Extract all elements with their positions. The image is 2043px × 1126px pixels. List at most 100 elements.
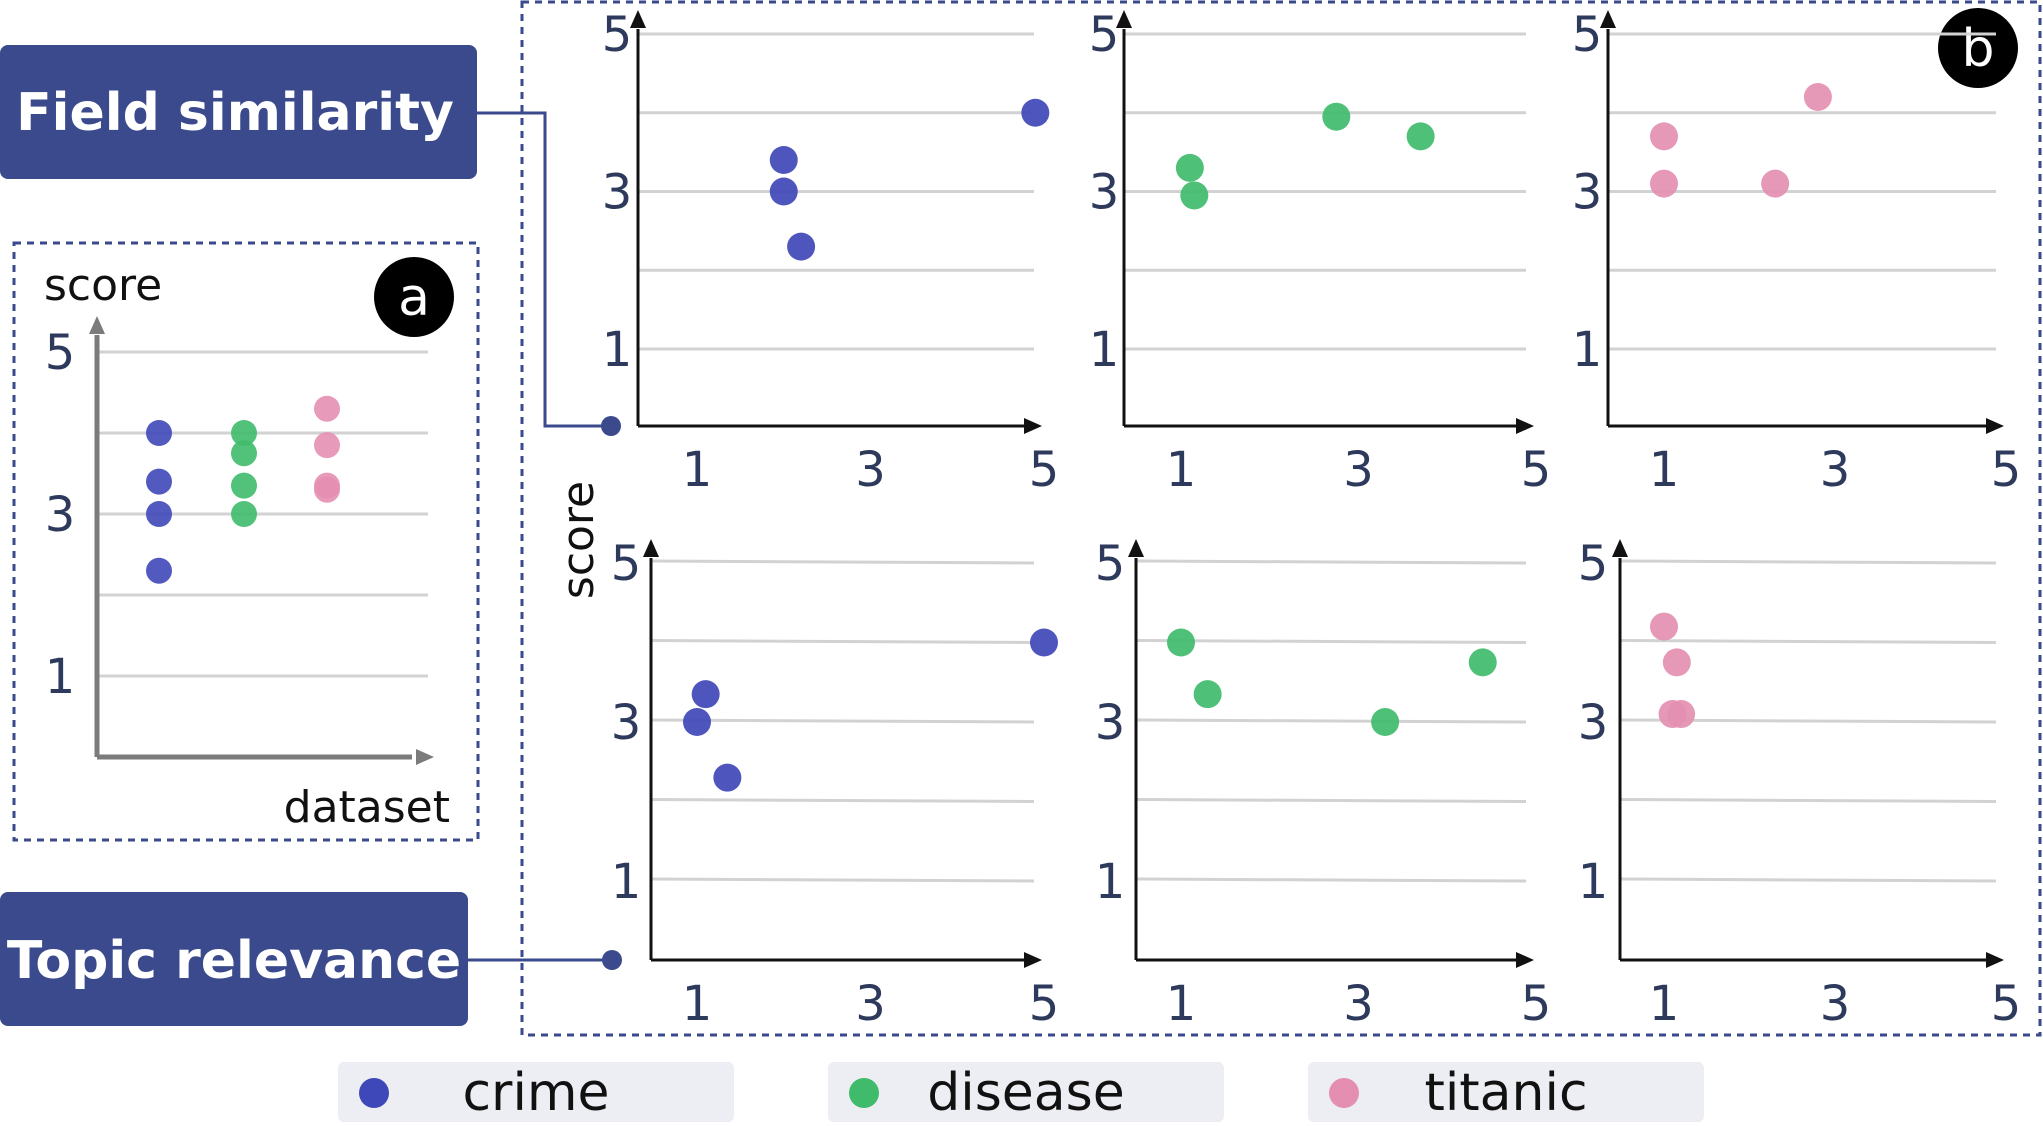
gridline [1135,639,1527,644]
panel-a-y-axis-label: score [44,260,162,311]
x-tick-label: 5 [1521,976,1552,1032]
legend-marker-titanic [1329,1078,1359,1108]
y-tick-label: 1 [1095,854,1126,910]
x-tick-label: 3 [1343,442,1374,498]
panel-a-y-arrow [89,316,105,334]
y-axis-arrow [643,539,659,557]
point-crime [769,146,798,174]
x-axis-arrow [1986,952,2004,968]
x-axis-arrow [1516,952,1534,968]
x-tick-label: 1 [682,442,713,498]
panel-a-point-titanic [314,395,340,422]
gridline [1135,877,1527,883]
gridline [650,718,1035,724]
panel-b-y-axis-label: score [553,481,604,599]
x-axis-arrow [1024,952,1042,968]
field-similarity-box [0,45,477,179]
field-similarity-connector-dot [601,416,621,436]
topic-relevance-box [0,892,468,1026]
panel-a-y-tick-label: 3 [45,487,76,543]
point-titanic [1803,83,1832,111]
x-tick-label: 3 [1343,976,1374,1032]
panel-a-point-disease [231,420,257,446]
y-tick-label: 3 [602,165,633,221]
point-titanic [1662,648,1691,677]
x-axis-arrow [1516,418,1534,434]
panel-a-point-crime [146,468,172,495]
panel-b-badge-letter: b [1961,19,1994,79]
y-tick-label: 1 [611,854,642,910]
y-tick-label: 5 [1095,536,1126,592]
field-similarity-label: Field similarity [16,83,454,143]
gridline [1135,798,1527,803]
gridline [1619,798,1997,803]
y-tick-label: 3 [1089,165,1120,221]
y-axis-arrow [630,10,646,28]
y-axis-arrow [1612,539,1628,557]
point-disease [1180,181,1209,210]
y-tick-label: 1 [602,322,633,378]
point-crime [1021,98,1050,127]
panel-a-y-tick-label: 1 [45,649,76,705]
point-titanic [1650,122,1678,151]
point-crime [713,763,742,792]
panel-a-point-disease [231,440,257,467]
topic-relevance-connector-dot [602,950,622,970]
point-crime [787,232,816,261]
panel-a-y-tick-label: 5 [45,325,76,381]
field-similarity-connector [477,111,608,428]
point-crime [683,708,711,736]
x-tick-label: 5 [1521,442,1552,498]
y-tick-label: 3 [611,695,642,751]
point-titanic [1650,169,1678,198]
x-tick-label: 1 [1649,976,1680,1032]
point-disease [1167,628,1195,657]
x-tick-label: 3 [855,976,886,1032]
x-tick-label: 3 [855,442,886,498]
y-axis-arrow [1128,539,1144,557]
y-tick-label: 5 [1578,536,1609,592]
panel-a-x-axis-label: dataset [284,782,450,833]
gridline [1135,718,1527,724]
gridline [1135,559,1527,565]
point-disease [1175,153,1204,182]
point-disease [1322,102,1351,131]
panel-a-point-titanic [314,432,340,459]
panel-b-badge [1938,8,2018,88]
panel-a-point-disease [231,472,257,499]
gridline [1619,877,1997,883]
point-disease [1406,122,1435,151]
legend-marker-crime [359,1078,389,1108]
x-tick-label: 1 [1166,976,1197,1032]
y-tick-label: 3 [1572,165,1603,221]
panel-a-point-disease [231,501,257,527]
point-titanic [1761,169,1790,198]
gridline [1619,559,1997,565]
y-tick-label: 5 [1572,7,1603,63]
panel-a-point-crime [146,557,172,584]
x-tick-label: 3 [1820,442,1851,498]
y-axis-arrow [1116,10,1132,28]
panel-a-badge-letter: a [398,268,430,328]
y-tick-label: 5 [1089,7,1120,63]
y-axis-arrow [1600,10,1616,28]
legend-item-titanic [1308,1062,1704,1122]
y-tick-label: 3 [1578,695,1609,751]
gridline [650,559,1035,565]
x-tick-label: 5 [1991,442,2022,498]
point-crime [769,177,798,206]
x-axis-arrow [1024,418,1042,434]
x-tick-label: 3 [1820,976,1851,1032]
point-titanic [1650,612,1678,641]
legend-marker-disease [849,1078,879,1108]
gridline [650,877,1035,883]
panel-a-frame [12,241,480,842]
x-tick-label: 1 [682,976,713,1032]
topic-relevance-label: Topic relevance [7,931,461,991]
panel-a-point-titanic [314,476,340,503]
legend-label-disease: disease [927,1063,1125,1123]
y-tick-label: 1 [1572,322,1603,378]
point-crime [1030,628,1058,657]
